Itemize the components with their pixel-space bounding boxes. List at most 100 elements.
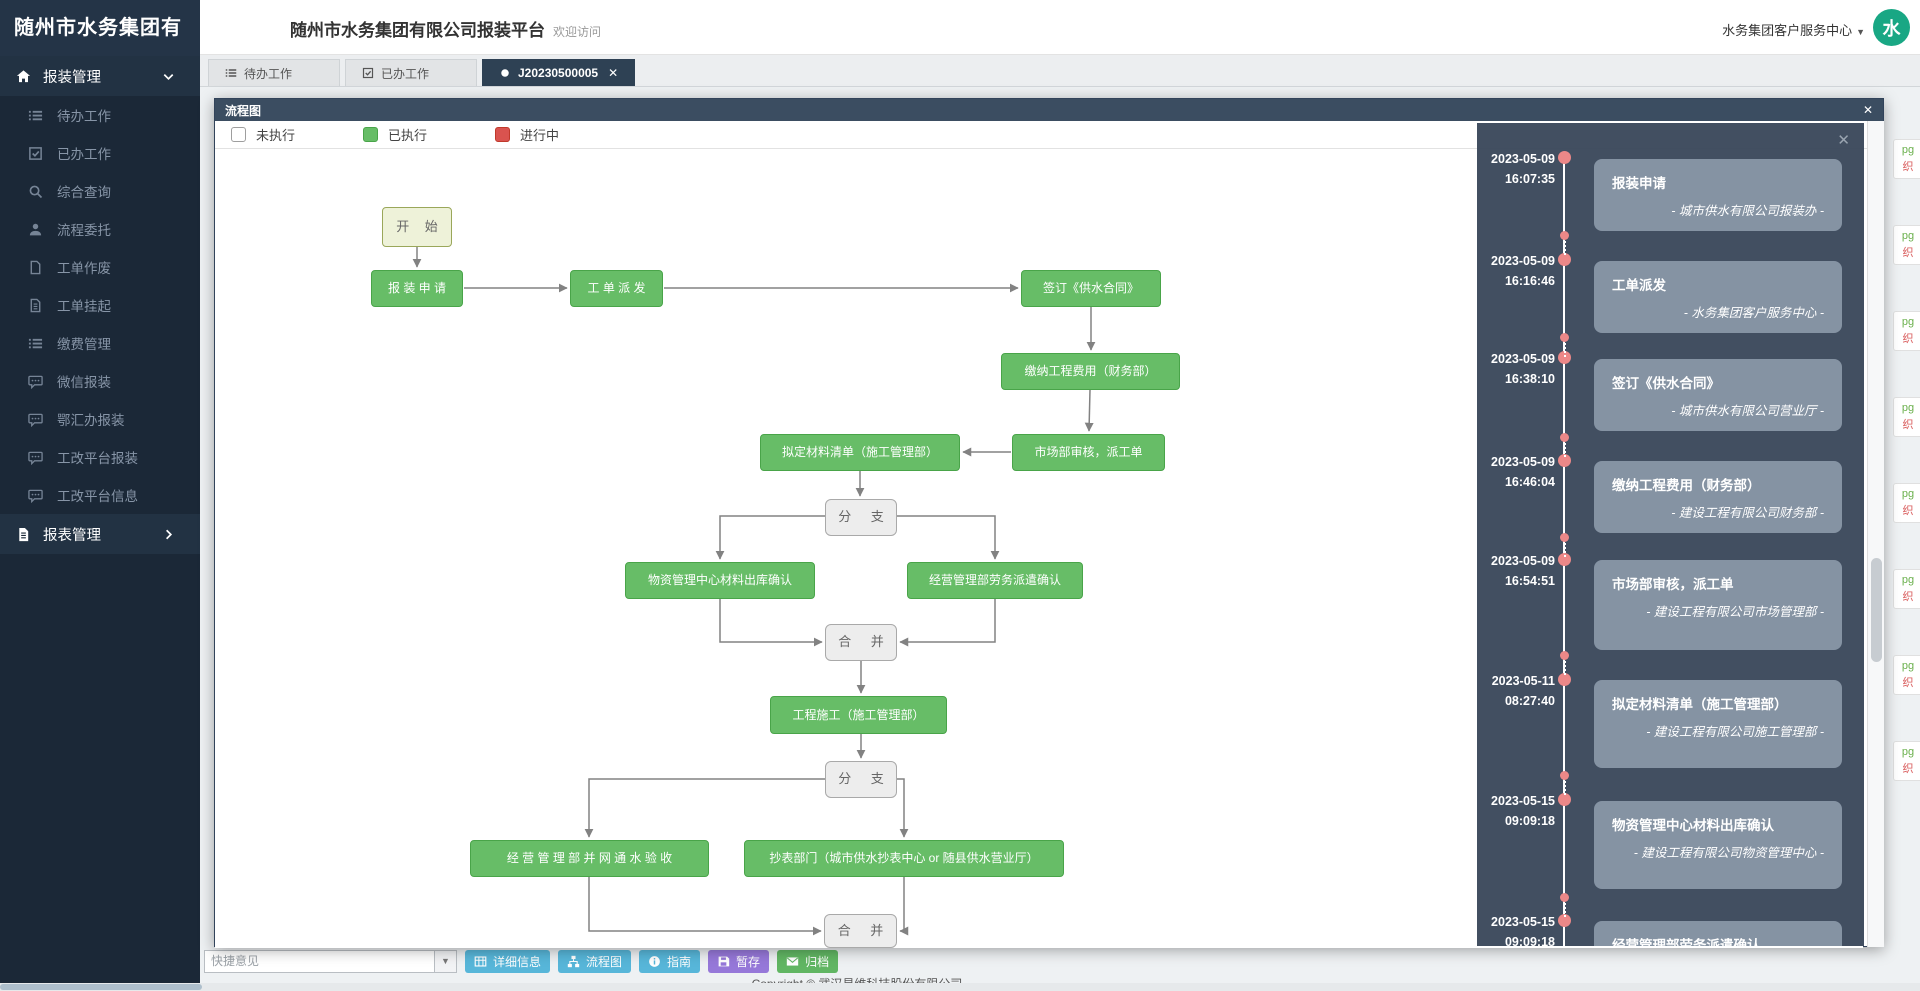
sidebar-section-label: 报表管理 xyxy=(43,527,101,544)
timeline-time-text: 16:07:35 xyxy=(1504,172,1555,186)
comment-icon xyxy=(28,450,43,465)
timeline-dot xyxy=(1558,553,1571,566)
flow-node: 报 装 申 请 xyxy=(371,270,463,307)
tab-已办工作[interactable]: 已办工作 xyxy=(345,59,477,86)
caret-down-icon: ▼ xyxy=(1856,27,1865,37)
详细信息-button[interactable]: 详细信息 xyxy=(465,949,551,973)
指南-button[interactable]: 指南 xyxy=(639,949,701,973)
tab-J20230500005[interactable]: J20230500005✕ xyxy=(482,59,636,86)
modal-scrollbar[interactable] xyxy=(1867,121,1884,947)
timeline-connector-dot xyxy=(1560,231,1569,240)
sidebar-item-0-2[interactable]: 综合查询 xyxy=(0,172,200,210)
button-label: 暂存 xyxy=(736,954,761,969)
dot-icon xyxy=(499,67,511,79)
归档-button[interactable]: 归档 xyxy=(777,949,839,973)
timeline-dotted-segment xyxy=(1563,543,1566,557)
fragment-text: pg xyxy=(1901,316,1915,328)
timeline-time-text: 08:27:40 xyxy=(1504,694,1555,708)
file-lines-icon xyxy=(28,298,43,313)
暂存-button[interactable]: 暂存 xyxy=(708,949,770,973)
list-icon xyxy=(28,336,43,351)
legend-item-0: 未执行 xyxy=(231,125,295,144)
flow-edge xyxy=(584,778,825,838)
sidebar-item-0-0[interactable]: 待办工作 xyxy=(0,96,200,134)
timeline-date-text: 2023-05-09 xyxy=(1491,254,1555,268)
flow-edge xyxy=(897,778,909,838)
timeline-dotted-segment xyxy=(1563,903,1566,917)
sidebar-item-0-5[interactable]: 工单挂起 xyxy=(0,286,200,324)
horizontal-scrollbar-thumb[interactable] xyxy=(0,984,202,990)
timeline-card-org: - 城市供水有限公司报装办 - xyxy=(1671,204,1824,218)
timeline-time-text: 16:38:10 xyxy=(1504,372,1555,386)
fragment-text: 织 xyxy=(1902,763,1914,775)
background-fragment: pg 织 xyxy=(1893,569,1920,609)
flow-node: 工 单 派 发 xyxy=(570,270,663,307)
modal-close-icon[interactable]: ✕ xyxy=(1862,103,1873,117)
page-title-text: 随州市水务集团有限公司报装平台 xyxy=(290,21,545,40)
sidebar-section-1[interactable]: 报表管理 xyxy=(0,514,200,554)
welcome-text: 欢迎访问 xyxy=(553,25,602,39)
timeline-time-text: 09:09:18 xyxy=(1504,935,1555,946)
background-fragment: pg 织 xyxy=(1893,311,1920,351)
user-menu[interactable]: 水务集团客户服务中心▼ xyxy=(1722,20,1865,39)
flow-node: 工程施工（施工管理部） xyxy=(770,696,947,734)
sidebar-item-0-3[interactable]: 流程委托 xyxy=(0,210,200,248)
sidebar-item-0-10[interactable]: 工改平台信息 xyxy=(0,476,200,514)
fragment-text: pg xyxy=(1901,746,1915,758)
avatar[interactable]: 水 xyxy=(1873,9,1910,46)
timeline-date: 2023-05-09 16:16:46 xyxy=(1477,251,1555,291)
sidebar-item-0-1[interactable]: 已办工作 xyxy=(0,134,200,172)
fragment-text: pg xyxy=(1901,488,1915,500)
button-label: 详细信息 xyxy=(493,954,542,969)
sidebar-section-label: 报装管理 xyxy=(43,69,101,86)
timeline-dotted-segment xyxy=(1563,661,1566,675)
timeline-card: 拟定材料清单（施工管理部） - 建设工程有限公司施工管理部 - xyxy=(1594,680,1842,768)
fragment-text: pg xyxy=(1901,402,1915,414)
quick-opinion-input[interactable] xyxy=(204,949,434,973)
timeline-close-icon[interactable]: ✕ xyxy=(1837,132,1850,149)
timeline-card-title: 缴纳工程费用（财务部） xyxy=(1612,478,1761,493)
sidebar-item-label: 工单作废 xyxy=(57,261,111,276)
timeline-dot xyxy=(1558,454,1571,467)
sitemap-icon xyxy=(567,955,580,968)
timeline-time-text: 16:54:51 xyxy=(1504,574,1555,588)
timeline-card-org: - 建设工程有限公司财务部 - xyxy=(1671,506,1824,520)
sidebar-item-0-9[interactable]: 工改平台报装 xyxy=(0,438,200,476)
modal-scrollbar-thumb[interactable] xyxy=(1871,558,1882,662)
timeline-card: 市场部审核，派工单 - 建设工程有限公司市场管理部 - xyxy=(1594,560,1842,650)
timeline-date: 2023-05-11 08:27:40 xyxy=(1477,671,1555,711)
sidebar-item-0-6[interactable]: 缴费管理 xyxy=(0,324,200,362)
legend-swatch xyxy=(231,127,246,142)
sidebar-item-0-4[interactable]: 工单作废 xyxy=(0,248,200,286)
tab-待办工作[interactable]: 待办工作 xyxy=(208,59,340,86)
quick-opinion-dropdown[interactable]: ▼ xyxy=(434,949,457,973)
flow-node: 缴纳工程费用（财务部） xyxy=(1001,353,1180,390)
timeline-date: 2023-05-09 16:07:35 xyxy=(1477,149,1555,189)
search-icon xyxy=(28,184,43,199)
sidebar-item-0-8[interactable]: 鄂汇办报装 xyxy=(0,400,200,438)
timeline-date-text: 2023-05-09 xyxy=(1491,455,1555,469)
flow-node: 分 支 xyxy=(825,761,897,798)
sidebar-section-0[interactable]: 报装管理 xyxy=(0,56,200,96)
timeline-time-text: 09:09:18 xyxy=(1504,814,1555,828)
timeline-card-title: 报装申请 xyxy=(1612,176,1666,191)
流程图-button[interactable]: 流程图 xyxy=(558,949,632,973)
timeline-date-text: 2023-05-09 xyxy=(1491,152,1555,166)
timeline-connector-dot xyxy=(1560,433,1569,442)
timeline-date-text: 2023-05-15 xyxy=(1491,794,1555,808)
sidebar-item-0-7[interactable]: 微信报装 xyxy=(0,362,200,400)
background-fragment: pg 织 xyxy=(1893,483,1920,523)
sidebar-item-label: 待办工作 xyxy=(57,109,111,124)
sidebar: 随州市水务集团有 报装管理待办工作已办工作综合查询流程委托工单作废工单挂起缴费管… xyxy=(0,0,200,991)
legend-label: 未执行 xyxy=(256,128,296,143)
timeline-card-org: - 建设工程有限公司市场管理部 - xyxy=(1646,605,1824,619)
timeline-date: 2023-05-09 16:38:10 xyxy=(1477,349,1555,389)
legend-swatch xyxy=(363,127,379,142)
timeline-card: 物资管理中心材料出库确认 - 建设工程有限公司物资管理中心 - xyxy=(1594,801,1842,889)
fragment-text: pg xyxy=(1901,144,1915,156)
sidebar-item-label: 工改平台信息 xyxy=(57,489,138,504)
tab-close-icon[interactable]: ✕ xyxy=(608,66,619,80)
timeline-time-text: 16:16:46 xyxy=(1504,274,1555,288)
flow-edges xyxy=(412,246,1096,936)
horizontal-scrollbar[interactable] xyxy=(0,983,1920,991)
